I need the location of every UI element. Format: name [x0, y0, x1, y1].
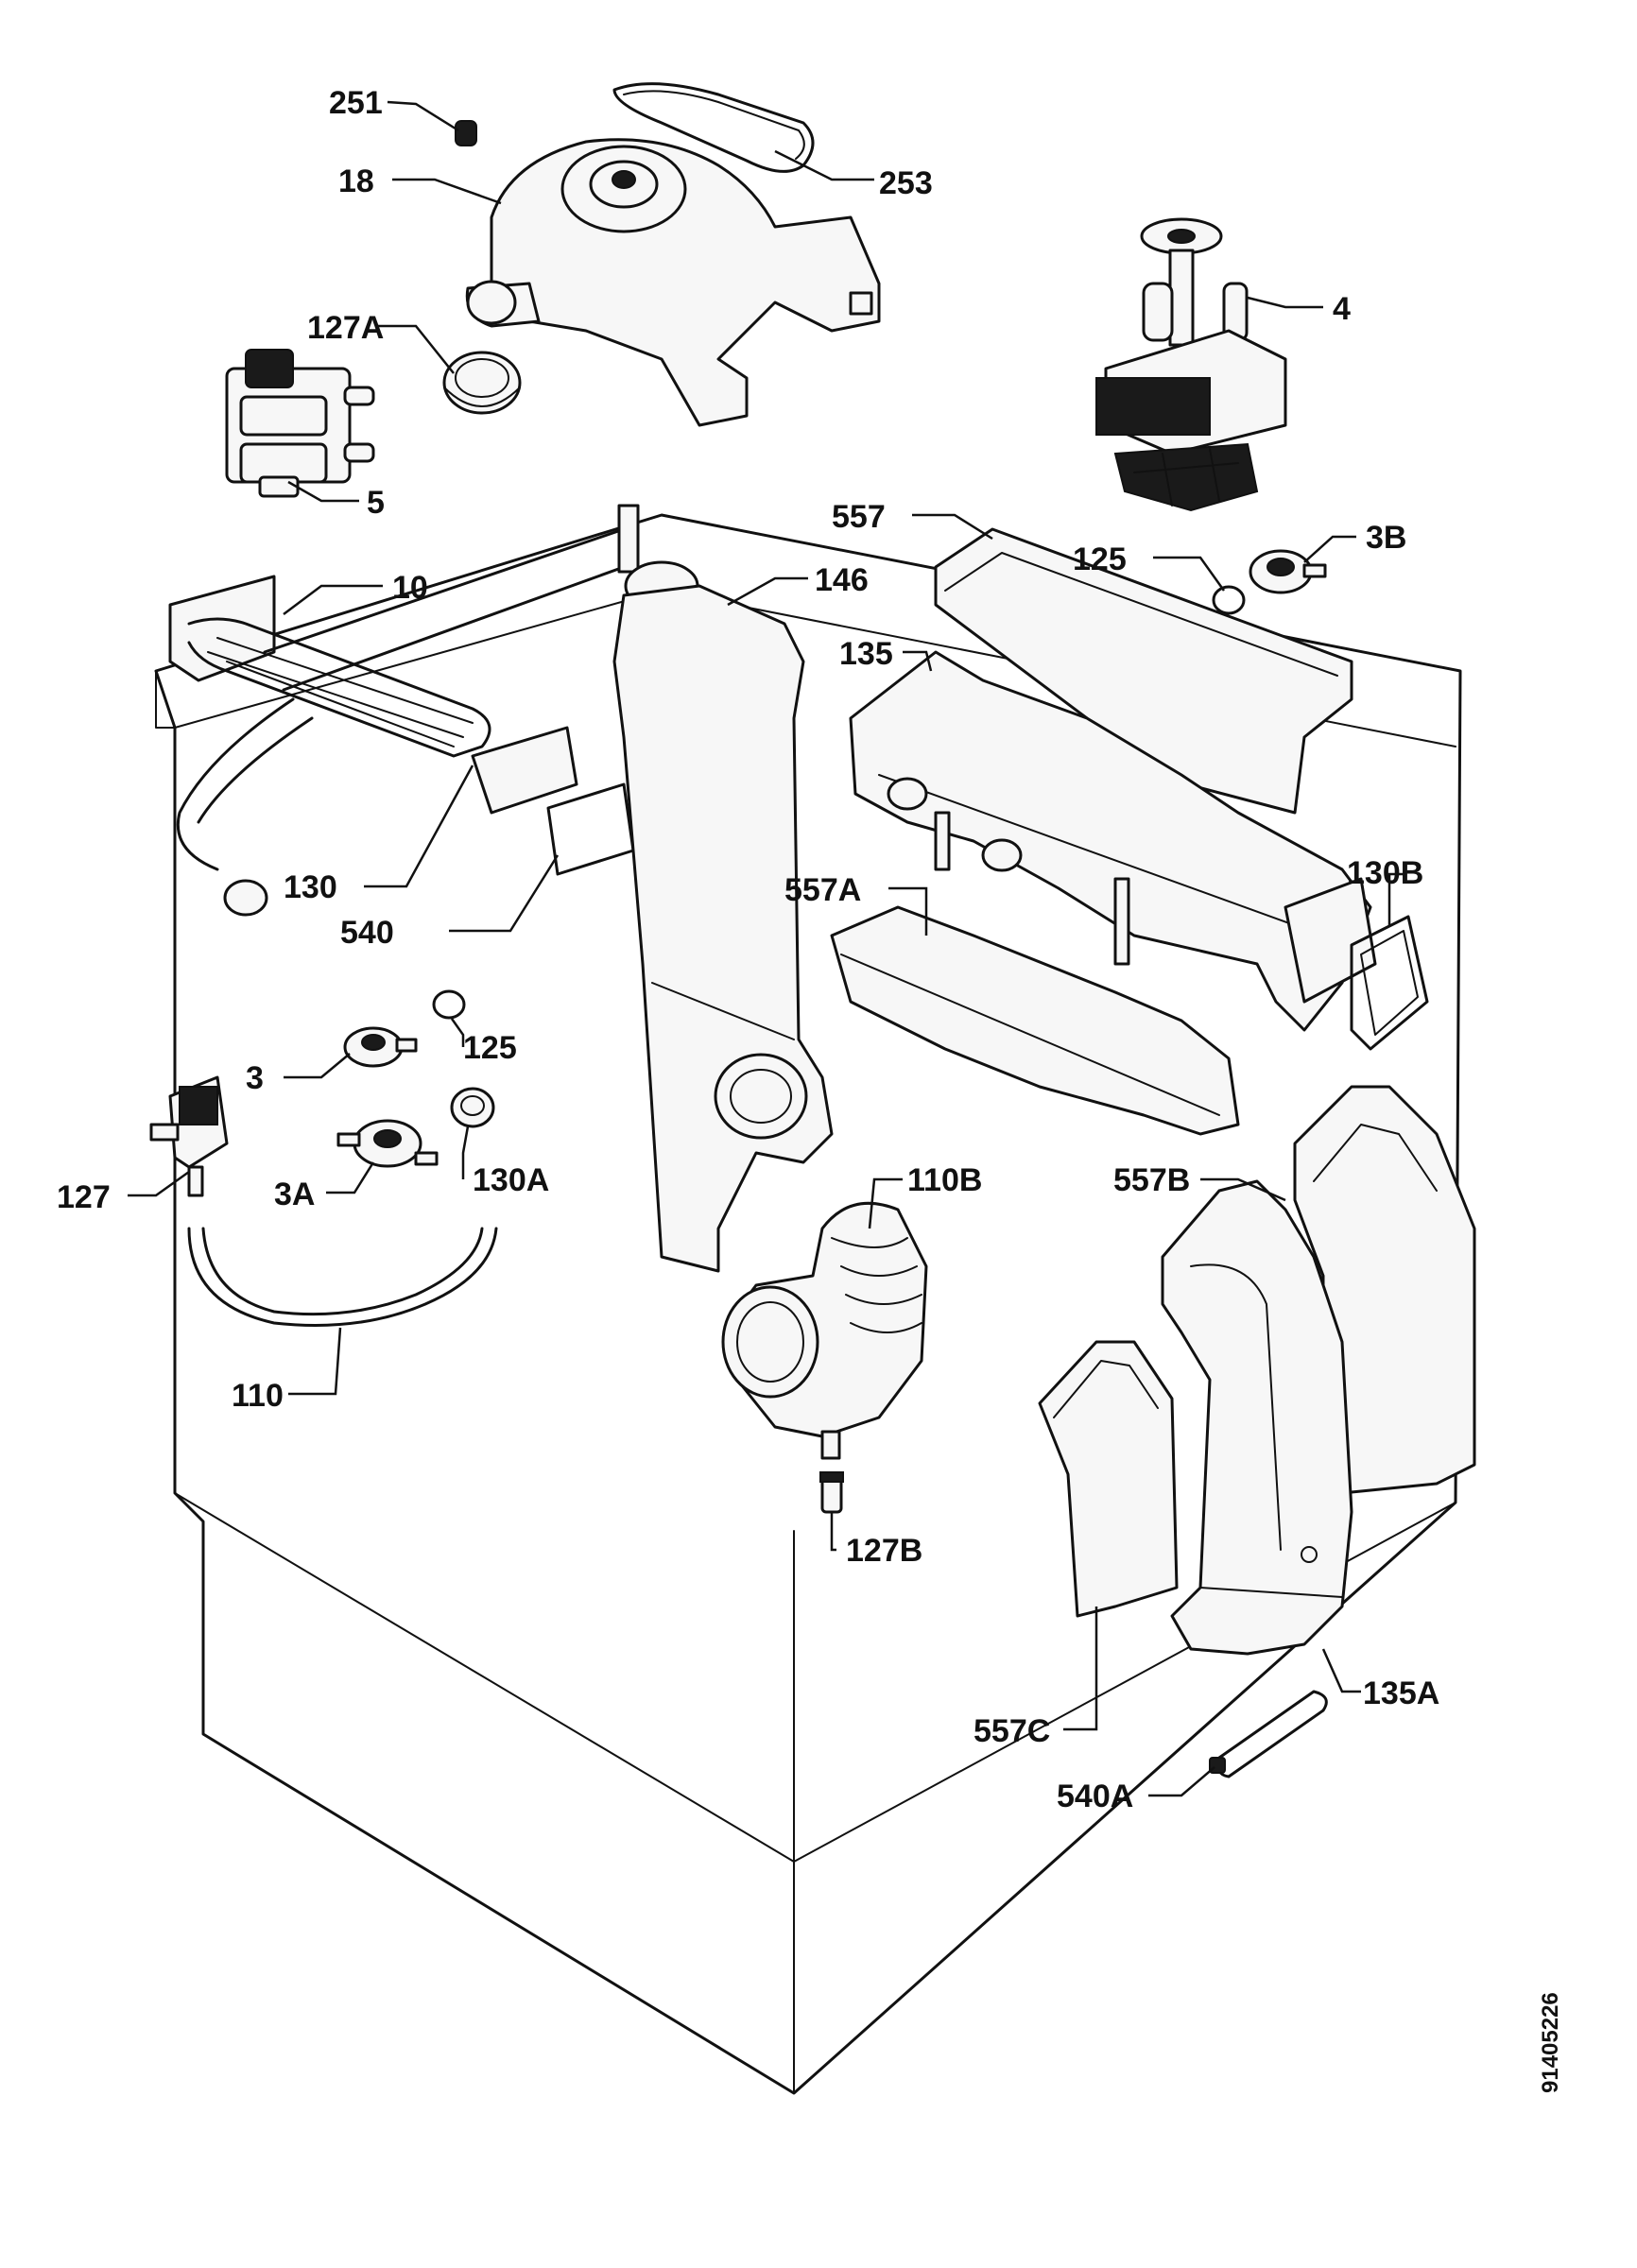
document-number: 91405226	[1538, 1992, 1563, 2093]
part-5-water-valve	[225, 349, 375, 498]
label-3B: 3B	[1366, 520, 1406, 556]
label-135A: 135A	[1363, 1675, 1439, 1711]
label-540: 540	[340, 915, 394, 951]
label-3: 3	[246, 1060, 264, 1096]
label-130B: 130B	[1347, 855, 1423, 891]
part-127-trap	[149, 1075, 229, 1197]
label-130A: 130A	[473, 1162, 549, 1198]
part-135A-lower-duct	[1161, 1179, 1353, 1656]
part-130B-gasket	[1350, 915, 1429, 1051]
label-130: 130	[284, 869, 337, 905]
label-557B: 557B	[1113, 1162, 1190, 1198]
label-18: 18	[338, 163, 374, 199]
part-125-oring-upper	[1212, 585, 1246, 615]
label-557C: 557C	[974, 1713, 1050, 1749]
label-110: 110	[232, 1378, 284, 1414]
label-4: 4	[1333, 291, 1351, 327]
label-125-upper: 125	[1073, 541, 1127, 577]
part-251-nut	[455, 120, 477, 146]
part-10-heating-element	[168, 504, 640, 917]
part-540-gasket	[546, 782, 635, 876]
label-5: 5	[367, 485, 385, 521]
label-253: 253	[879, 165, 933, 201]
leader-lines	[128, 100, 1404, 1797]
label-127: 127	[57, 1179, 111, 1215]
part-146-air-duct	[612, 560, 834, 1273]
part-557C-gasket	[1038, 1340, 1179, 1618]
label-125-lower: 125	[463, 1030, 517, 1066]
part-127B-nozzle	[819, 1471, 844, 1514]
part-110B-bellows-hose	[721, 1201, 928, 1460]
part-labels: 251 18 253 127A 4 5 557 125 3B 10 146 13…	[57, 85, 1439, 1814]
label-146: 146	[815, 562, 869, 598]
part-130A-grommet	[450, 1087, 495, 1128]
label-127B: 127B	[846, 1533, 922, 1569]
label-127A: 127A	[307, 310, 384, 346]
part-557-gasket	[934, 527, 1353, 815]
label-557: 557	[832, 499, 886, 535]
label-10: 10	[392, 570, 428, 606]
label-110B: 110B	[907, 1162, 982, 1198]
part-125-oring-lower	[432, 989, 466, 1020]
part-540A-gasket	[1209, 1690, 1328, 1778]
part-3-thermostat	[343, 1026, 418, 1068]
part-3B-thermostat	[1249, 549, 1327, 594]
part-110-hose	[187, 1227, 498, 1327]
label-135: 135	[839, 636, 893, 672]
label-3A: 3A	[274, 1177, 315, 1212]
label-540A: 540A	[1057, 1778, 1133, 1814]
part-3A-thermostat	[336, 1119, 439, 1168]
label-557A: 557A	[784, 872, 861, 908]
part-4-pump-motor	[1095, 217, 1287, 512]
part-557A-gasket	[830, 905, 1240, 1136]
label-251: 251	[329, 85, 383, 121]
part-18-blower-housing	[465, 138, 881, 427]
part-127A-ring	[442, 351, 522, 415]
